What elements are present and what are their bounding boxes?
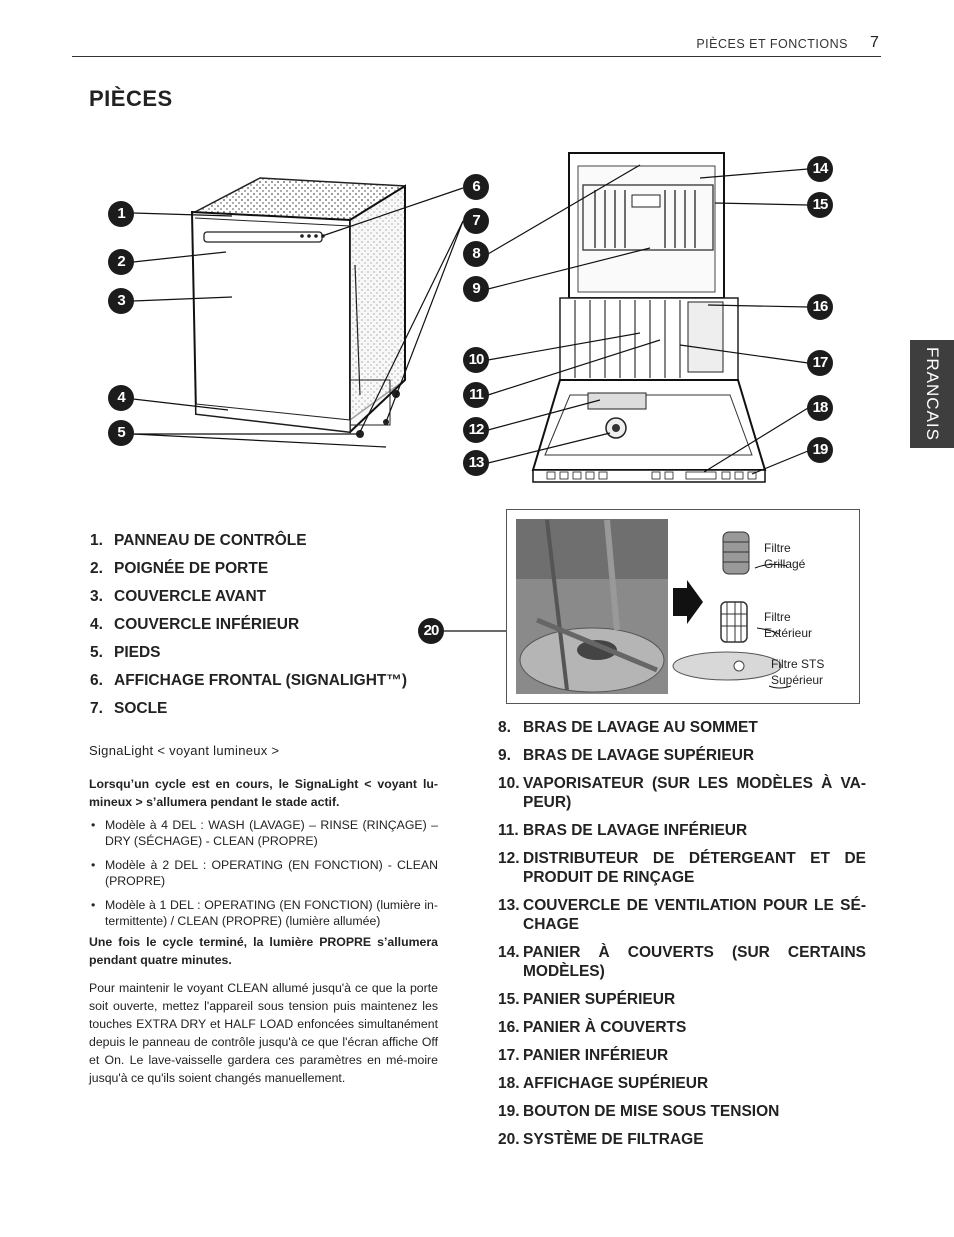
part-label: BRAS DE LAVAGE SUPÉRIEUR: [498, 746, 866, 765]
part-item: 11.BRAS DE LAVAGE INFÉRIEUR: [498, 821, 866, 840]
led-model-item: Modèle à 1 DEL : OPERATING (EN FONCTION)…: [89, 897, 438, 929]
callout-4: 4: [108, 385, 134, 411]
part-item: 18.AFFICHAGE SUPÉRIEUR: [498, 1074, 866, 1093]
callout-5: 5: [108, 420, 134, 446]
part-item: 19.BOUTON DE MISE SOUS TENSION: [498, 1102, 866, 1121]
callout-8: 8: [463, 241, 489, 267]
part-number: 5.: [90, 643, 103, 662]
parts-list-front: 1.PANNEAU DE CONTRÔLE 2.POIGNÉE DE PORTE…: [90, 531, 430, 727]
filter-system-panel: Filtre Grillagé Filtre Extérieur Filtre …: [506, 509, 860, 704]
part-label: AFFICHAGE SUPÉRIEUR: [498, 1074, 866, 1093]
callout-14: 14: [807, 156, 833, 182]
part-label: BOUTON DE MISE SOUS TENSION: [498, 1102, 866, 1121]
part-number: 11.: [498, 821, 519, 840]
parts-list-interior: 8.BRAS DE LAVAGE AU SOMMET 9.BRAS DE LAV…: [498, 718, 866, 1149]
callout-15: 15: [807, 192, 833, 218]
part-label: PANIER INFÉRIEUR: [498, 1046, 866, 1065]
part-number: 1.: [90, 531, 103, 550]
part-number: 19.: [498, 1102, 520, 1121]
part-number: 10.: [498, 774, 520, 793]
callout-16: 16: [807, 294, 833, 320]
part-number: 15.: [498, 990, 520, 1009]
part-number: 13.: [498, 896, 520, 915]
part-number: 16.: [498, 1018, 520, 1037]
part-label: PANIER À COUVERTS: [498, 1018, 866, 1037]
part-label: PANIER À COUVERTS (SUR CERTAINS MODÈLES): [498, 943, 866, 981]
callout-2: 2: [108, 249, 134, 275]
signalight-intro: Lorsqu’un cycle est en cours, le SignaLi…: [89, 776, 438, 811]
filter-label-sts: Filtre STS Supérieur: [771, 656, 851, 688]
part-item: 20.SYSTÈME DE FILTRAGE: [498, 1130, 866, 1149]
part-label: PANNEAU DE CONTRÔLE: [90, 531, 430, 550]
part-number: 4.: [90, 615, 103, 634]
part-label: VAPORISATEUR (SUR LES MODÈLES À VA-PEUR): [498, 774, 866, 812]
part-label: DISTRIBUTEUR DE DÉTERGEANT ET DE PRODUIT…: [498, 849, 866, 887]
part-item: 3.COUVERCLE AVANT: [90, 587, 430, 615]
part-label: PANIER SUPÉRIEUR: [498, 990, 866, 1009]
part-number: 9.: [498, 746, 511, 765]
led-model-item: Modèle à 4 DEL : WASH (LAVAGE) – RINSE (…: [89, 817, 438, 849]
callout-13: 13: [463, 450, 489, 476]
callout-10: 10: [463, 347, 489, 373]
part-label: COUVERCLE INFÉRIEUR: [90, 615, 430, 634]
part-number: 12.: [498, 849, 520, 868]
part-number: 14.: [498, 943, 520, 962]
part-number: 20.: [498, 1130, 520, 1149]
callout-18: 18: [807, 395, 833, 421]
part-item: 4.COUVERCLE INFÉRIEUR: [90, 615, 430, 643]
part-number: 2.: [90, 559, 103, 578]
part-item: 10.VAPORISATEUR (SUR LES MODÈLES À VA-PE…: [498, 774, 866, 812]
callout-12: 12: [463, 417, 489, 443]
part-item: 7.SOCLE: [90, 699, 430, 727]
part-number: 17.: [498, 1046, 520, 1065]
part-number: 3.: [90, 587, 103, 606]
part-number: 18.: [498, 1074, 520, 1093]
part-item: 17.PANIER INFÉRIEUR: [498, 1046, 866, 1065]
callout-3: 3: [108, 288, 134, 314]
signalight-title: SignaLight < voyant lumineux >: [89, 742, 438, 760]
filter-label-mesh: Filtre Grillagé: [764, 540, 834, 572]
part-label: PIEDS: [90, 643, 430, 662]
callout-9: 9: [463, 276, 489, 302]
part-item: 5.PIEDS: [90, 643, 430, 671]
part-label: POIGNÉE DE PORTE: [90, 559, 430, 578]
part-label: SYSTÈME DE FILTRAGE: [498, 1130, 866, 1149]
part-number: 6.: [90, 671, 103, 690]
part-number: 7.: [90, 699, 103, 718]
part-item: 8.BRAS DE LAVAGE AU SOMMET: [498, 718, 866, 737]
signalight-after-cycle: Une fois le cycle terminé, la lumière PR…: [89, 934, 438, 969]
callout-19: 19: [807, 437, 833, 463]
part-item: 9.BRAS DE LAVAGE SUPÉRIEUR: [498, 746, 866, 765]
filter-label-outer: Filtre Extérieur: [764, 609, 834, 641]
part-item: 1.PANNEAU DE CONTRÔLE: [90, 531, 430, 559]
part-label: AFFICHAGE FRONTAL (SIGNALIGHT™): [90, 671, 430, 690]
part-item: 13.COUVERCLE DE VENTILATION POUR LE SÉ-C…: [498, 896, 866, 934]
led-model-item: Modèle à 2 DEL : OPERATING (EN FONCTION)…: [89, 857, 438, 889]
part-item: 6.AFFICHAGE FRONTAL (SIGNALIGHT™): [90, 671, 430, 699]
part-item: 12.DISTRIBUTEUR DE DÉTERGEANT ET DE PROD…: [498, 849, 866, 887]
part-label: SOCLE: [90, 699, 430, 718]
part-label: COUVERCLE DE VENTILATION POUR LE SÉ-CHAG…: [498, 896, 866, 934]
callout-17: 17: [807, 350, 833, 376]
callout-1: 1: [108, 201, 134, 227]
signalight-led-models: Modèle à 4 DEL : WASH (LAVAGE) – RINSE (…: [89, 817, 438, 929]
part-label: BRAS DE LAVAGE INFÉRIEUR: [498, 821, 866, 840]
part-item: 16.PANIER À COUVERTS: [498, 1018, 866, 1037]
part-label: COUVERCLE AVANT: [90, 587, 430, 606]
part-item: 14.PANIER À COUVERTS (SUR CERTAINS MODÈL…: [498, 943, 866, 981]
part-item: 2.POIGNÉE DE PORTE: [90, 559, 430, 587]
part-item: 15.PANIER SUPÉRIEUR: [498, 990, 866, 1009]
signalight-maintain-instructions: Pour maintenir le voyant CLEAN allumé ju…: [89, 979, 438, 1087]
part-number: 8.: [498, 718, 511, 737]
callout-7: 7: [463, 208, 489, 234]
part-label: BRAS DE LAVAGE AU SOMMET: [498, 718, 866, 737]
callout-6: 6: [463, 174, 489, 200]
callout-11: 11: [463, 382, 489, 408]
